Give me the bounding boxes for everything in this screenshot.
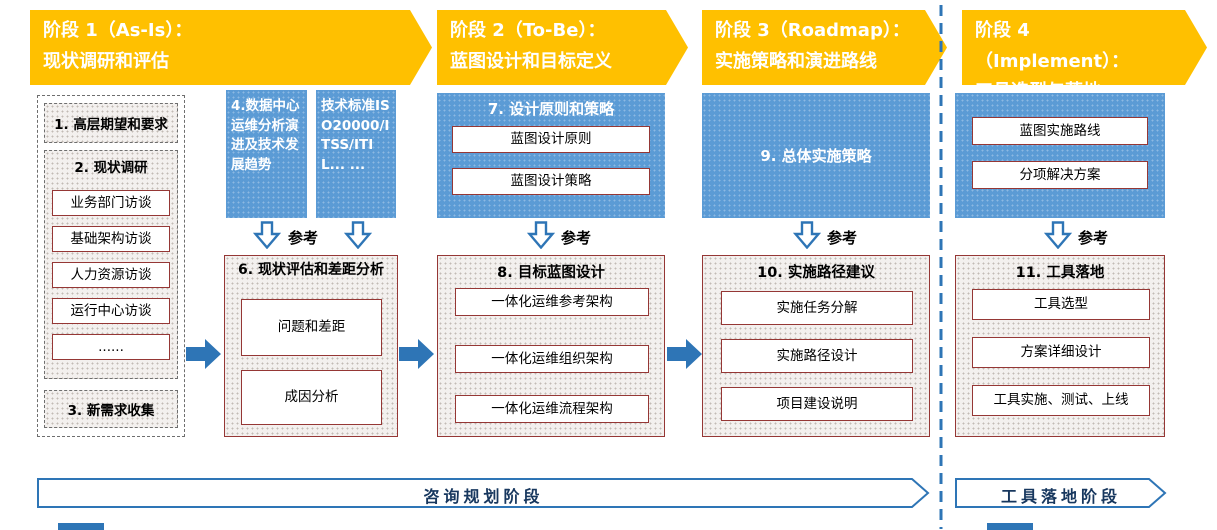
- survey-group: 2. 现状调研 业务部门访谈 基础架构访谈 人力资源访谈 运行中心访谈 ....…: [44, 150, 178, 379]
- design-principles-box: 7. 设计原则和策略 蓝图设计原则 蓝图设计策略: [437, 93, 665, 218]
- path-item: 实施路径设计: [721, 339, 913, 373]
- path-item: 实施任务分解: [721, 291, 913, 325]
- down-arrow-icon: [793, 221, 821, 249]
- design-principles-title: 7. 设计原则和策略: [487, 100, 615, 118]
- survey-item: 运行中心访谈: [52, 298, 170, 324]
- implementation-path-title: 10. 实施路径建议: [757, 265, 875, 281]
- down-arrow-icon: [344, 221, 372, 249]
- blueprint-item: 一体化运维组织架构: [455, 345, 649, 373]
- new-requirements-box: 3. 新需求收集: [44, 390, 178, 428]
- phase1-banner-line1: 阶段 1（As-Is）：: [43, 20, 193, 41]
- blueprint-item: 一体化运维流程架构: [455, 395, 649, 423]
- overall-strategy-box: 9. 总体实施策略: [702, 93, 930, 218]
- flow-arrow-icon: [399, 339, 434, 369]
- tech-standards-box: 技术标准ISO20000/ITSS/ITIL... ...: [316, 90, 396, 218]
- phase3-banner-line2: 实施策略和演进路线: [715, 50, 877, 72]
- cutoff-bar: [58, 523, 104, 530]
- ref-label: 参考: [827, 229, 858, 247]
- phase3-banner: 阶段 3（Roadmap）： 实施策略和演进路线: [702, 10, 947, 85]
- ref-label: 参考: [1078, 229, 1109, 247]
- path-item: 项目建设说明: [721, 387, 913, 421]
- blueprint-item: 一体化运维参考架构: [455, 288, 649, 316]
- phase2-banner: 阶段 2（To-Be）： 蓝图设计和目标定义: [437, 10, 688, 85]
- assessment-item: 成因分析: [241, 370, 382, 425]
- principle-item: 蓝图设计策略: [452, 168, 650, 195]
- principle-item: 蓝图设计原则: [452, 126, 650, 153]
- assessment-box: 6. 现状评估和差距分析 问题和差距 成因分析: [224, 255, 398, 437]
- consulting-phase-label: 咨询规划阶段: [423, 487, 544, 506]
- expectations-box: 1. 高层期望和要求: [44, 103, 178, 143]
- down-arrow-icon: [1044, 221, 1072, 249]
- consulting-phase-banner: 咨询规划阶段: [37, 478, 930, 508]
- down-arrow-icon: [527, 221, 555, 249]
- survey-item: 业务部门访谈: [52, 190, 170, 216]
- cutoff-bar: [987, 523, 1033, 530]
- tooling-phase-banner: 工具落地阶段: [955, 478, 1167, 508]
- flow-arrow-icon: [667, 339, 702, 369]
- plan-item: 分项解决方案: [972, 161, 1148, 189]
- phase-divider-dashed-line: [939, 5, 943, 529]
- blueprint-design-box: 8. 目标蓝图设计 一体化运维参考架构 一体化运维组织架构 一体化运维流程架构: [437, 255, 665, 437]
- assessment-title: 6. 现状评估和差距分析: [238, 262, 384, 278]
- tool-landing-box: 11. 工具落地 工具选型 方案详细设计 工具实施、测试、上线: [955, 255, 1165, 437]
- phase4-banner-line1: 阶段 4（Implement）：: [975, 20, 1130, 72]
- datacenter-trends-box: 4.数据中心运维分析演进及技术发展趋势: [226, 90, 307, 218]
- landing-item: 方案详细设计: [972, 337, 1150, 368]
- tooling-phase-banner-outline: [955, 478, 1167, 508]
- phase2-banner-line2: 蓝图设计和目标定义: [450, 50, 612, 72]
- phase1-banner-line2: 现状调研和评估: [43, 50, 169, 72]
- survey-title: 2. 现状调研: [74, 160, 148, 176]
- asis-input-group: [37, 95, 185, 437]
- blueprint-design-title: 8. 目标蓝图设计: [497, 265, 605, 281]
- phase1-banner: 阶段 1（As-Is）： 现状调研和评估: [30, 10, 432, 85]
- phase4-banner: 阶段 4（Implement）： 工具选型与落地: [962, 10, 1207, 85]
- landing-item: 工具实施、测试、上线: [972, 385, 1150, 416]
- phase3-banner-line1: 阶段 3（Roadmap）：: [715, 20, 910, 41]
- consulting-phase-banner-outline: [37, 478, 930, 508]
- implementation-plan-box: 蓝图实施路线 分项解决方案: [955, 93, 1165, 218]
- plan-item: 蓝图实施路线: [972, 117, 1148, 145]
- survey-item: 基础架构访谈: [52, 226, 170, 252]
- ref-label: 参考: [561, 229, 592, 247]
- assessment-item: 问题和差距: [241, 299, 382, 356]
- tool-landing-title: 11. 工具落地: [1015, 265, 1105, 281]
- flow-arrow-icon: [186, 339, 221, 369]
- survey-item: 人力资源访谈: [52, 262, 170, 288]
- ref-label: 参考: [288, 229, 319, 247]
- survey-item: ......: [52, 334, 170, 360]
- implementation-path-box: 10. 实施路径建议 实施任务分解 实施路径设计 项目建设说明: [702, 255, 930, 437]
- down-arrow-icon: [253, 221, 281, 249]
- phase2-banner-line1: 阶段 2（To-Be）：: [450, 20, 606, 41]
- tooling-phase-label: 工具落地阶段: [1000, 487, 1121, 506]
- landing-item: 工具选型: [972, 289, 1150, 320]
